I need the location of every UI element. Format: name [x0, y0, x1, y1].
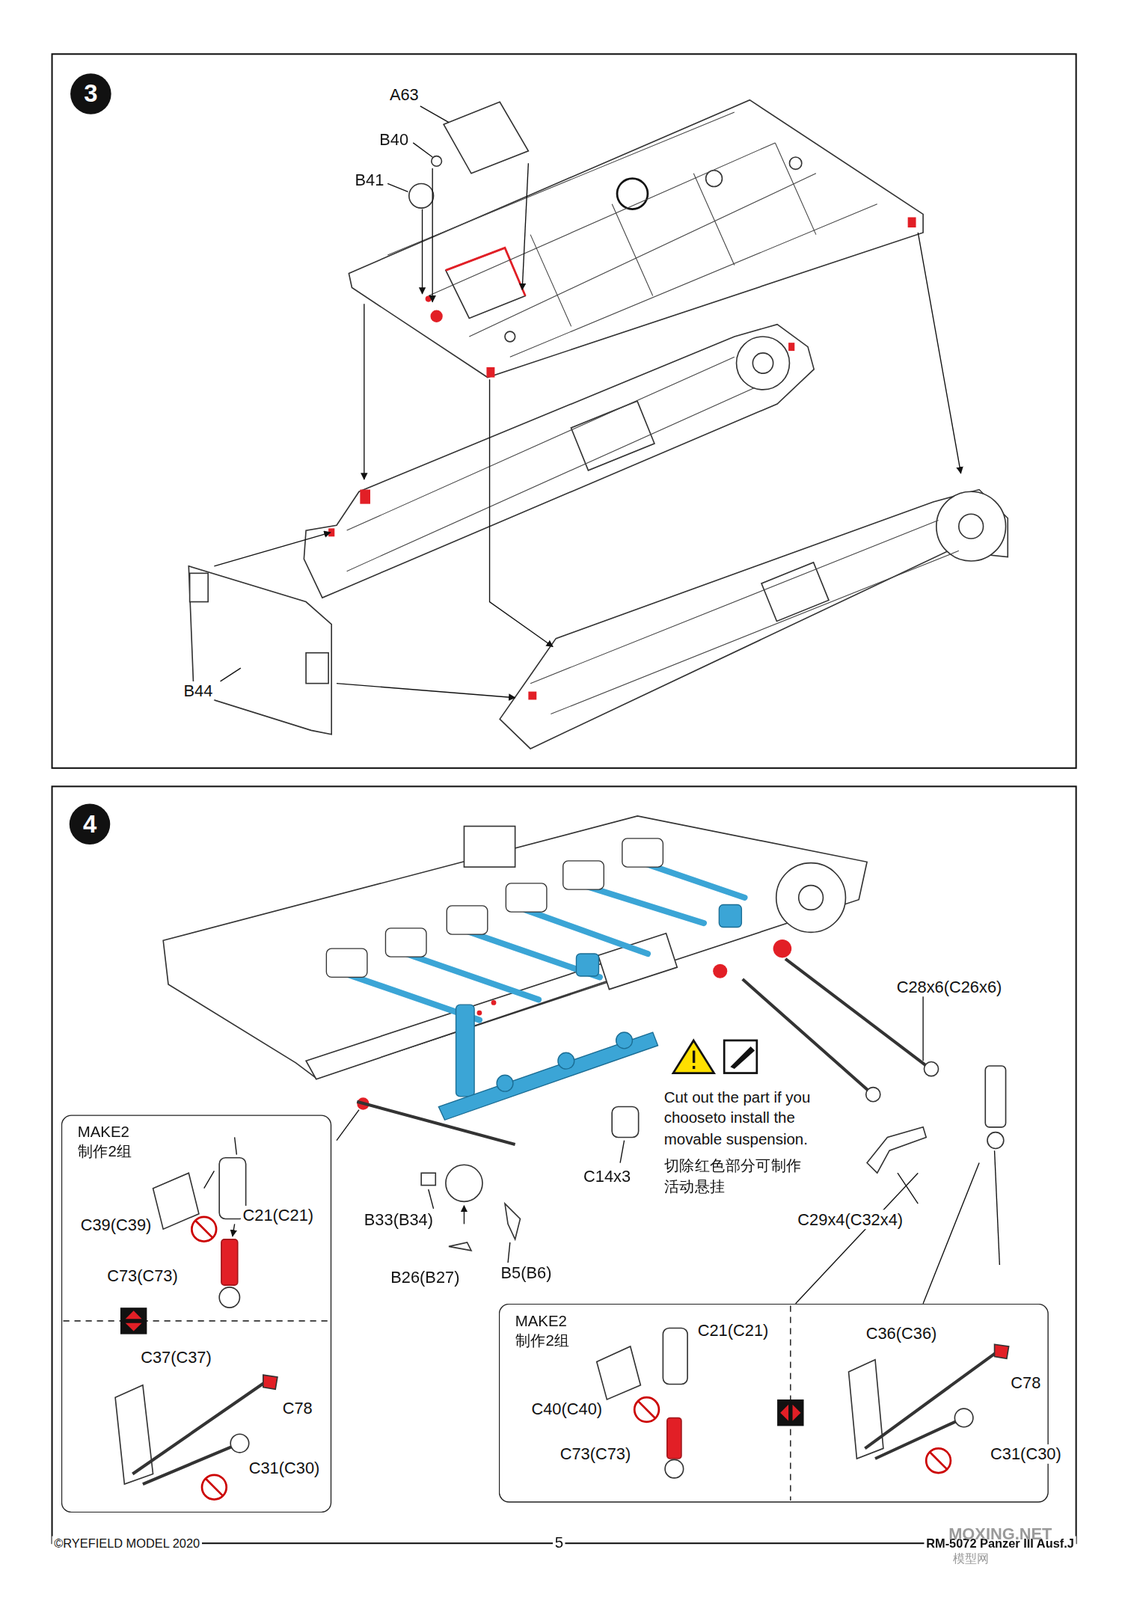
- step-number-text: 4: [83, 810, 97, 839]
- part-number: C37(C37): [138, 1347, 214, 1367]
- part-number: C78: [1009, 1372, 1043, 1393]
- make-two-inset: MAKE2 制作2组: [61, 1114, 332, 1513]
- part-number: B5(B6): [498, 1262, 554, 1283]
- part-number: C73(C73): [558, 1444, 633, 1464]
- warning-note-cn: 切除红色部分可制作 活动悬挂: [661, 1155, 820, 1197]
- part-number: C73(C73): [104, 1265, 180, 1286]
- part-number: B40: [377, 129, 411, 149]
- inset-heading: MAKE2 制作2组: [77, 1122, 140, 1161]
- part-number: C39(C39): [78, 1214, 154, 1235]
- part-number: C21(C21): [695, 1320, 771, 1341]
- inset-heading: MAKE2 制作2组: [515, 1311, 577, 1351]
- part-number: C31(C30): [988, 1444, 1063, 1464]
- part-number: C21(C21): [240, 1205, 316, 1226]
- part-number: C28x6(C26x6): [894, 976, 1004, 997]
- part-number: B33(B34): [362, 1209, 436, 1229]
- part-number: A63: [387, 84, 421, 104]
- watermark: MOXING.NET: [946, 1523, 1054, 1544]
- watermark: 模型网: [950, 1551, 992, 1567]
- part-number: B26(B27): [388, 1267, 463, 1288]
- part-number: C40(C40): [529, 1399, 605, 1419]
- part-number: C29x4(C32x4): [795, 1209, 906, 1229]
- step-number: 4: [69, 804, 111, 846]
- part-number: B41: [353, 170, 386, 190]
- copyright: ©RYEFIELD MODEL 2020: [52, 1536, 202, 1552]
- step-number-text: 3: [83, 79, 98, 108]
- warning-note: Cut out the part if you chooseto install…: [661, 1087, 850, 1150]
- part-number: C31(C30): [246, 1458, 322, 1479]
- part-number: C78: [280, 1398, 315, 1419]
- page-number: 5: [552, 1533, 566, 1553]
- part-number: B44: [181, 681, 215, 701]
- step-number: 3: [70, 73, 112, 115]
- part-number: C14x3: [581, 1166, 633, 1187]
- part-number: C36(C36): [863, 1323, 939, 1344]
